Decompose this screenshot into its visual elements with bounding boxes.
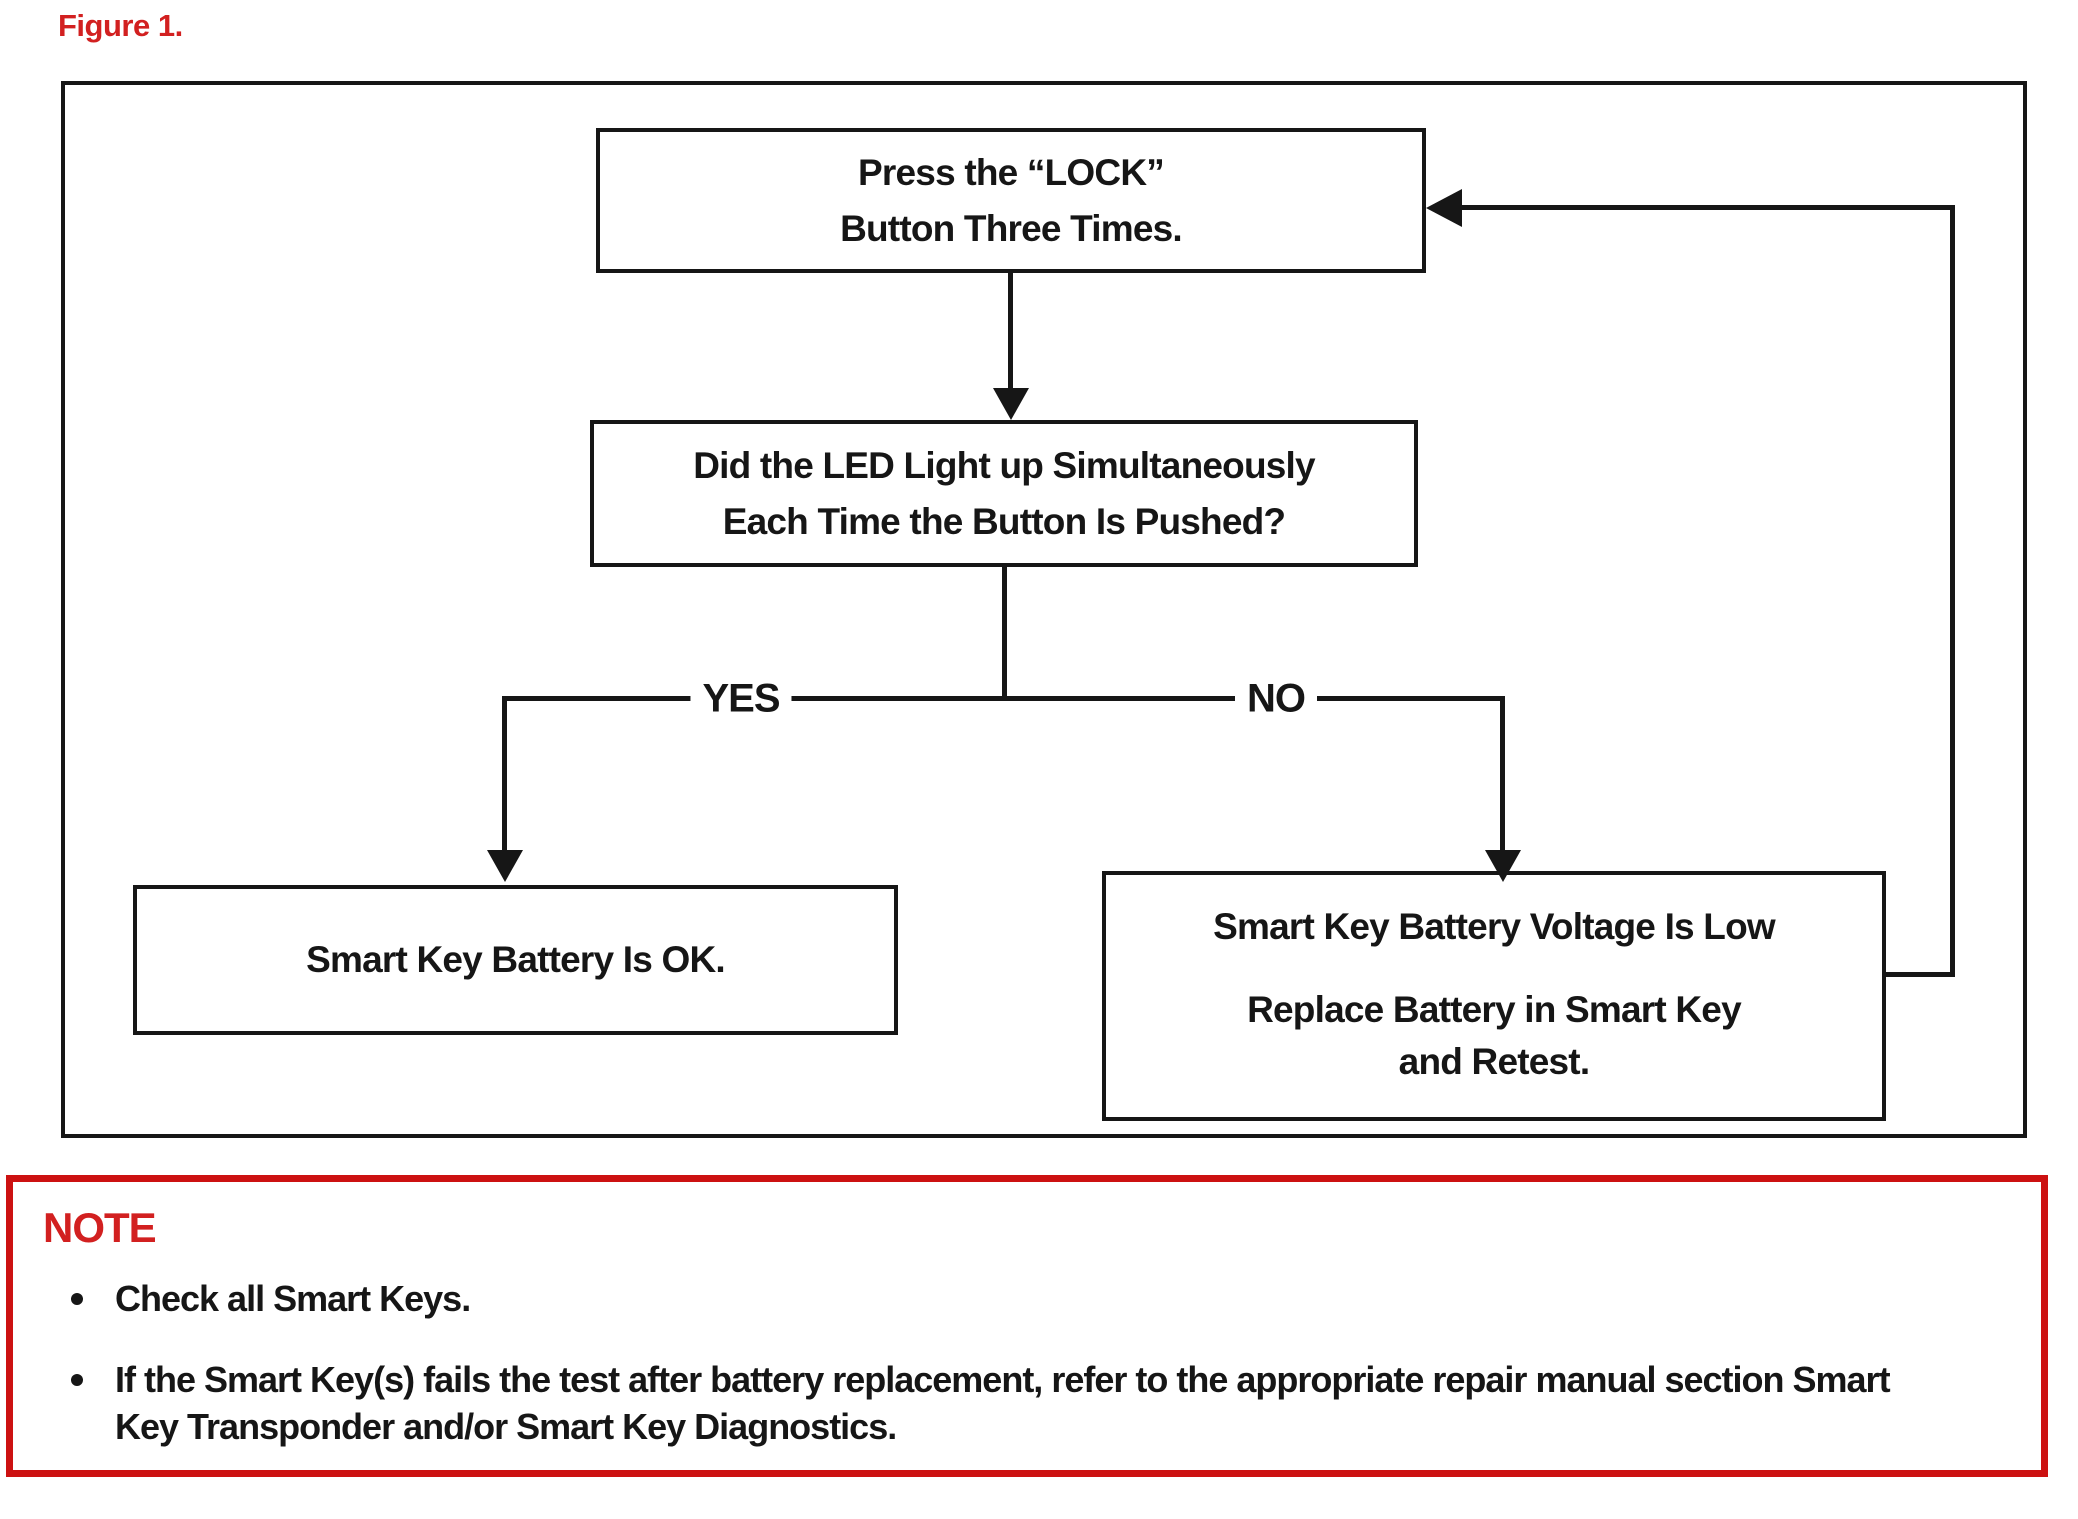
list-item: If the Smart Key(s) fails the test after… (71, 1357, 2041, 1451)
branch-label-yes: YES (690, 676, 792, 722)
bullet-dot-icon (71, 1374, 83, 1387)
node-text-line: Replace Battery in Smart Key (1247, 988, 1742, 1030)
node-text-line: Button Three Times. (840, 207, 1183, 249)
note-title: NOTE (43, 1204, 157, 1251)
connector-feedback-up (1950, 205, 1955, 977)
note-panel: NOTE Check all Smart Keys. If the Smart … (6, 1175, 2048, 1477)
node-text-line: Each Time the Button Is Pushed? (722, 500, 1286, 542)
connector-feedback-top (1460, 205, 1955, 210)
node-text-line: Smart Key Battery Voltage Is Low (1213, 906, 1776, 947)
arrow-down-icon (487, 850, 523, 882)
arrow-left-icon (1426, 189, 1462, 227)
connector-yes-drop (502, 696, 507, 850)
connector-feedback-out (1886, 972, 1955, 977)
arrow-down-icon (993, 388, 1029, 420)
flowchart-node-battery-ok: Smart Key Battery Is OK. (133, 885, 898, 1035)
note-bullet-list: Check all Smart Keys. If the Smart Key(s… (71, 1276, 2041, 1450)
connector-branch-line (502, 696, 1505, 701)
figure-caption: Figure 1. (58, 8, 183, 43)
node-text-line: Did the LED Light up Simultaneously (693, 445, 1315, 486)
node-text-line: and Retest. (1398, 1041, 1590, 1083)
bullet-dot-icon (71, 1293, 83, 1306)
note-bullet-text: If the Smart Key(s) fails the test after… (115, 1359, 1891, 1447)
flowchart-node-press-lock: Press the “LOCK” Button Three Times. (596, 128, 1426, 273)
node-text-line: Smart Key Battery Is OK. (306, 939, 726, 981)
arrow-down-icon (1485, 850, 1521, 882)
branch-label-no: NO (1235, 676, 1317, 722)
flowchart-node-battery-low: Smart Key Battery Voltage Is Low Replace… (1102, 871, 1886, 1121)
connector-no-drop (1500, 696, 1505, 850)
connector-start-to-decision (1008, 273, 1013, 391)
list-item: Check all Smart Keys. (71, 1276, 2041, 1323)
connector-decision-stem (1002, 567, 1007, 700)
flowchart-node-led-decision: Did the LED Light up Simultaneously Each… (590, 420, 1418, 567)
note-bullet-text: Check all Smart Keys. (115, 1278, 471, 1320)
node-text-line: Press the “LOCK” (858, 152, 1165, 193)
